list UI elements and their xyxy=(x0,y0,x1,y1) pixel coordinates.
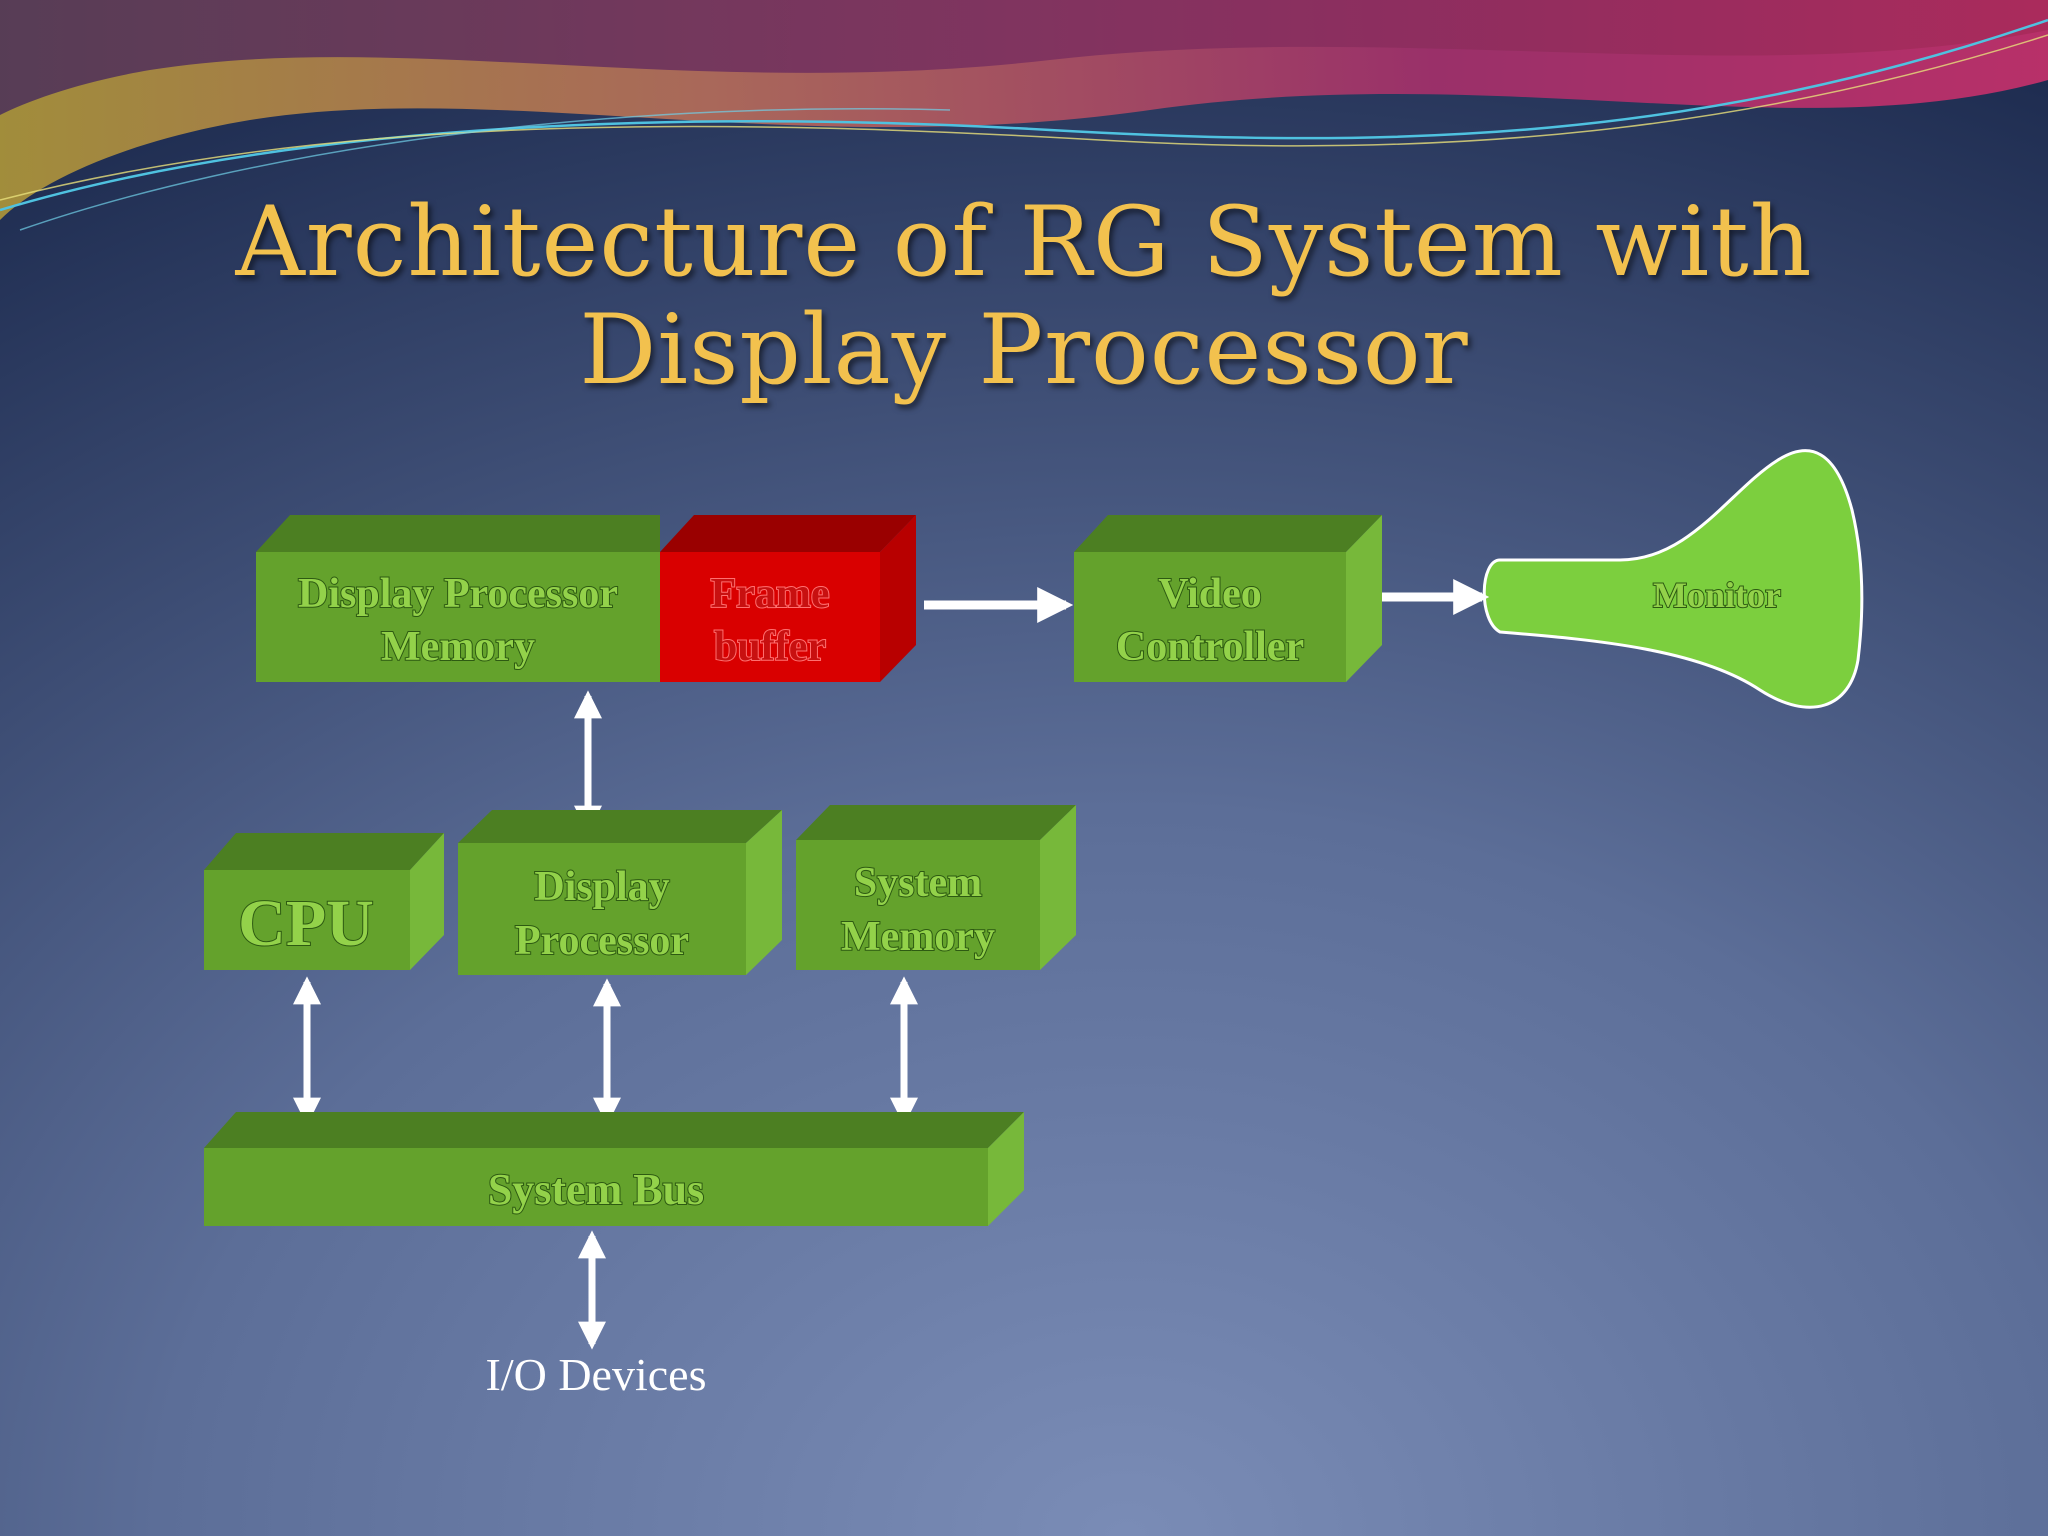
display-processor-label-line1: Display xyxy=(534,864,669,910)
dp-memory-label-line2: Memory xyxy=(381,624,535,670)
system-memory-label-line2: Memory xyxy=(841,914,995,960)
display-processor-block: Display Processor xyxy=(458,810,782,975)
display-processor-label-line2: Processor xyxy=(515,918,689,964)
cpu-block: CPU xyxy=(204,833,444,970)
dp-memory-label-line1: Display Processor xyxy=(298,571,618,617)
slide-title-line1: Architecture of RG System with xyxy=(235,186,1813,298)
top-wave-decoration xyxy=(0,0,2048,231)
monitor-label: Monitor xyxy=(1653,575,1781,615)
frame-buffer-label-line2: buffer xyxy=(714,624,826,670)
system-bus-block: System Bus xyxy=(204,1112,1024,1226)
video-controller-block: Video Controller xyxy=(1074,515,1382,682)
system-memory-label-line1: System xyxy=(854,860,982,906)
monitor-shape: Monitor xyxy=(1482,449,1864,709)
slide-title-line2: Display Processor xyxy=(579,294,1469,406)
cpu-label: CPU xyxy=(238,887,374,960)
frame-buffer-label-line1: Frame xyxy=(711,571,830,617)
display-processor-memory-block: Display Processor Memory xyxy=(256,515,660,682)
video-controller-label-line2: Controller xyxy=(1116,624,1304,670)
frame-buffer-block: Frame buffer xyxy=(660,515,916,682)
system-memory-block: System Memory xyxy=(796,805,1076,970)
io-devices-label: I/O Devices xyxy=(486,1349,707,1400)
system-bus-label: System Bus xyxy=(488,1165,704,1214)
video-controller-label-line1: Video xyxy=(1158,571,1261,617)
